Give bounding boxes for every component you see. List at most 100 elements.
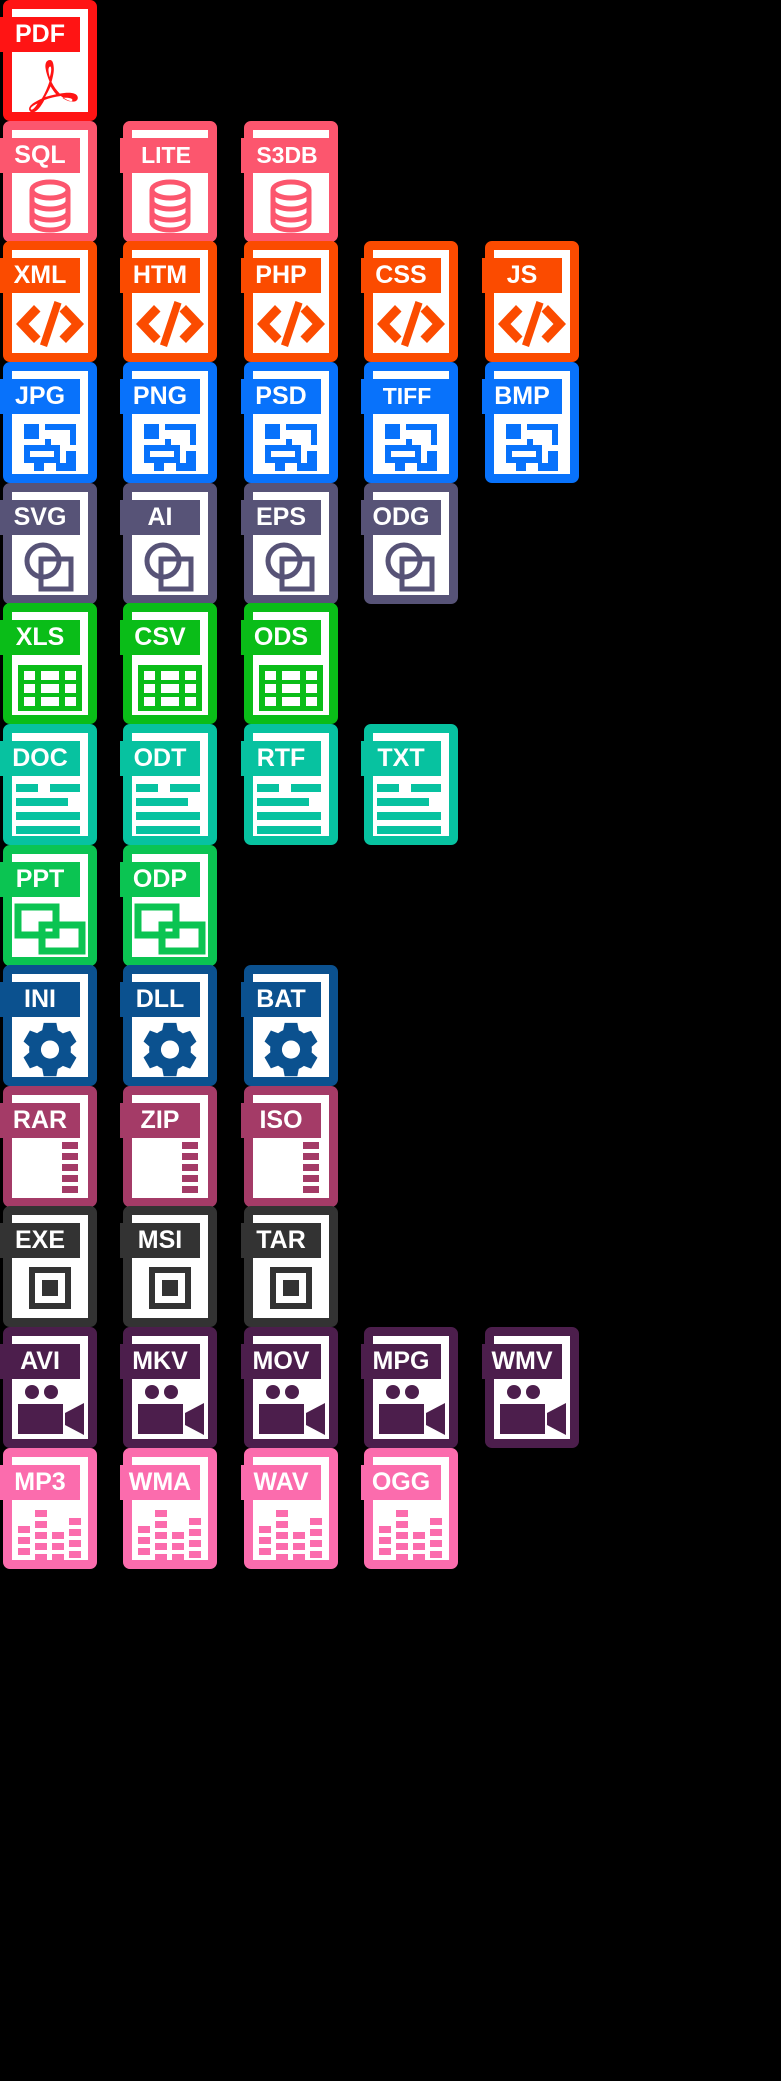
file-icon-odt[interactable]: ODT [120, 724, 220, 845]
file-icon-odp[interactable]: ODP [120, 845, 220, 966]
file-icon-odg[interactable]: ODG [361, 483, 461, 604]
zipper-icon [132, 1142, 208, 1200]
file-icon-psd[interactable]: PSD [241, 362, 341, 483]
zipper-icon [253, 1142, 329, 1200]
file-icon-pdf[interactable]: PDF [0, 0, 100, 121]
database-icon [12, 177, 88, 235]
text-lines-icon [12, 780, 88, 838]
file-extension-label: MKV [120, 1344, 200, 1379]
gear-icon [12, 1021, 88, 1079]
file-icon-htm[interactable]: HTM [120, 241, 220, 362]
file-icon-doc[interactable]: DOC [0, 724, 100, 845]
file-icon-txt[interactable]: TXT [361, 724, 461, 845]
file-extension-label: TXT [361, 741, 441, 776]
code-brackets-icon [373, 297, 449, 355]
movie-camera-icon [494, 1383, 570, 1441]
square-app-icon [12, 1262, 88, 1320]
file-icon-mkv[interactable]: MKV [120, 1327, 220, 1448]
file-extension-label: JPG [0, 379, 80, 414]
file-icon-ods[interactable]: ODS [241, 603, 341, 724]
file-icon-tiff[interactable]: TIFF [361, 362, 461, 483]
file-icon-xls[interactable]: XLS [0, 603, 100, 724]
file-icon-eps[interactable]: EPS [241, 483, 341, 604]
file-icon-css[interactable]: CSS [361, 241, 461, 362]
file-icon-s3db[interactable]: S3DB [241, 121, 341, 242]
file-icon-xml[interactable]: XML [0, 241, 100, 362]
text-lines-icon [132, 780, 208, 838]
file-extension-label: OGG [361, 1465, 441, 1500]
file-icon-wmv[interactable]: WMV [482, 1327, 582, 1448]
file-icon-mp3[interactable]: MP3 [0, 1448, 100, 1569]
file-extension-label: SQL [0, 138, 80, 173]
file-icon-ini[interactable]: INI [0, 965, 100, 1086]
square-app-icon [253, 1262, 329, 1320]
code-brackets-icon [253, 297, 329, 355]
file-icon-js[interactable]: JS [482, 241, 582, 362]
file-extension-label: CSV [120, 620, 200, 655]
file-icon-csv[interactable]: CSV [120, 603, 220, 724]
file-extension-label: S3DB [241, 138, 333, 173]
file-icon-bat[interactable]: BAT [241, 965, 341, 1086]
file-icon-wma[interactable]: WMA [120, 1448, 220, 1569]
slides-icon [132, 901, 208, 959]
file-icon-tar[interactable]: TAR [241, 1206, 341, 1327]
code-brackets-icon [132, 297, 208, 355]
gear-icon [132, 1021, 208, 1079]
file-icon-php[interactable]: PHP [241, 241, 341, 362]
file-icon-avi[interactable]: AVI [0, 1327, 100, 1448]
file-icon-mpg[interactable]: MPG [361, 1327, 461, 1448]
file-extension-label: MP3 [0, 1465, 80, 1500]
file-extension-label: ODS [241, 620, 321, 655]
file-extension-label: JS [482, 258, 562, 293]
file-extension-label: HTM [120, 258, 200, 293]
file-extension-label: ISO [241, 1103, 321, 1138]
file-icon-ogg[interactable]: OGG [361, 1448, 461, 1569]
file-extension-label: RAR [0, 1103, 80, 1138]
file-extension-label: PNG [120, 379, 200, 414]
equalizer-icon [12, 1504, 88, 1562]
file-icon-ppt[interactable]: PPT [0, 845, 100, 966]
file-icon-msi[interactable]: MSI [120, 1206, 220, 1327]
circle-square-vector-icon [253, 539, 329, 597]
file-extension-label: WMV [482, 1344, 562, 1379]
file-icon-zip[interactable]: ZIP [120, 1086, 220, 1207]
file-extension-label: EXE [0, 1223, 80, 1258]
file-icon-jpg[interactable]: JPG [0, 362, 100, 483]
pixel-image-icon [253, 418, 329, 476]
file-extension-label: AI [120, 500, 200, 535]
zipper-icon [12, 1142, 88, 1200]
file-icon-png[interactable]: PNG [120, 362, 220, 483]
file-extension-label: CSS [361, 258, 441, 293]
database-icon [132, 177, 208, 235]
file-icon-iso[interactable]: ISO [241, 1086, 341, 1207]
file-extension-label: BMP [482, 379, 562, 414]
file-extension-label: INI [0, 982, 80, 1017]
square-app-icon [132, 1262, 208, 1320]
file-icon-svg[interactable]: SVG [0, 483, 100, 604]
file-extension-label: DOC [0, 741, 80, 776]
circle-square-vector-icon [132, 539, 208, 597]
file-icon-mov[interactable]: MOV [241, 1327, 341, 1448]
file-icon-frame [3, 1448, 97, 1569]
file-icon-rtf[interactable]: RTF [241, 724, 341, 845]
file-icon-rar[interactable]: RAR [0, 1086, 100, 1207]
file-icon-lite[interactable]: LITE [120, 121, 220, 242]
file-icon-exe[interactable]: EXE [0, 1206, 100, 1327]
table-grid-icon [12, 659, 88, 717]
movie-camera-icon [253, 1383, 329, 1441]
file-icon-bmp[interactable]: BMP [482, 362, 582, 483]
movie-camera-icon [12, 1383, 88, 1441]
gear-icon [253, 1021, 329, 1079]
file-icon-sql[interactable]: SQL [0, 121, 100, 242]
file-icon-ai[interactable]: AI [120, 483, 220, 604]
file-extension-label: SVG [0, 500, 80, 535]
file-extension-label: XLS [0, 620, 80, 655]
file-extension-label: MOV [241, 1344, 321, 1379]
file-icon-wav[interactable]: WAV [241, 1448, 341, 1569]
file-icon-dll[interactable]: DLL [120, 965, 220, 1086]
code-brackets-icon [12, 297, 88, 355]
file-extension-label: PHP [241, 258, 321, 293]
pixel-image-icon [494, 418, 570, 476]
database-icon [253, 177, 329, 235]
